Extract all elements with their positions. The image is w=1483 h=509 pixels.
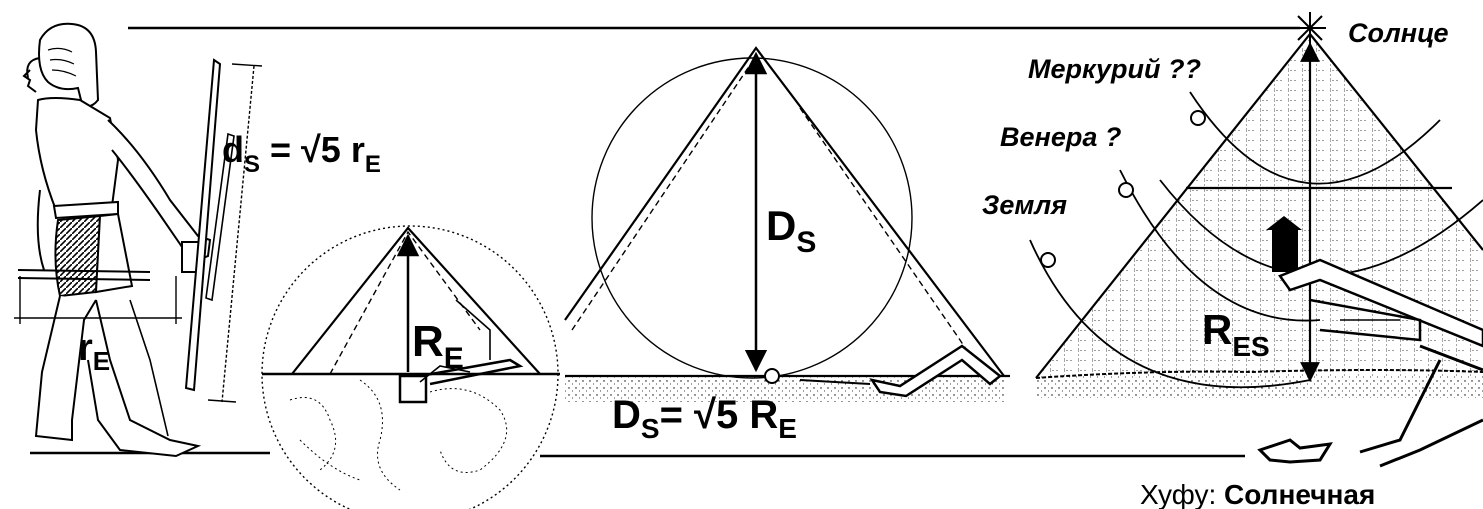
RE-label: RE	[412, 317, 464, 375]
earth-circle-pyramid	[261, 225, 560, 509]
earth-label: Земля	[982, 190, 1067, 220]
ds-formula: dS = √5 rE	[222, 129, 381, 178]
large-pyramid-circle	[564, 46, 1010, 402]
re-small-label: rE	[78, 327, 110, 376]
RES-label: RES	[1202, 306, 1270, 362]
sun-label: Солнце	[1348, 18, 1449, 48]
venus-label: Венера ?	[1000, 122, 1121, 152]
DS-label: DS	[766, 202, 816, 259]
sun-icon	[1294, 12, 1326, 44]
mercury-label: Меркурий ??	[1028, 54, 1201, 84]
DS-formula: DS= √5 RE	[612, 393, 797, 444]
solar-pyramid	[1029, 12, 1483, 468]
khufu-caption: Хуфу: Солнечная	[1140, 479, 1375, 509]
egyptian-figure	[14, 22, 263, 458]
